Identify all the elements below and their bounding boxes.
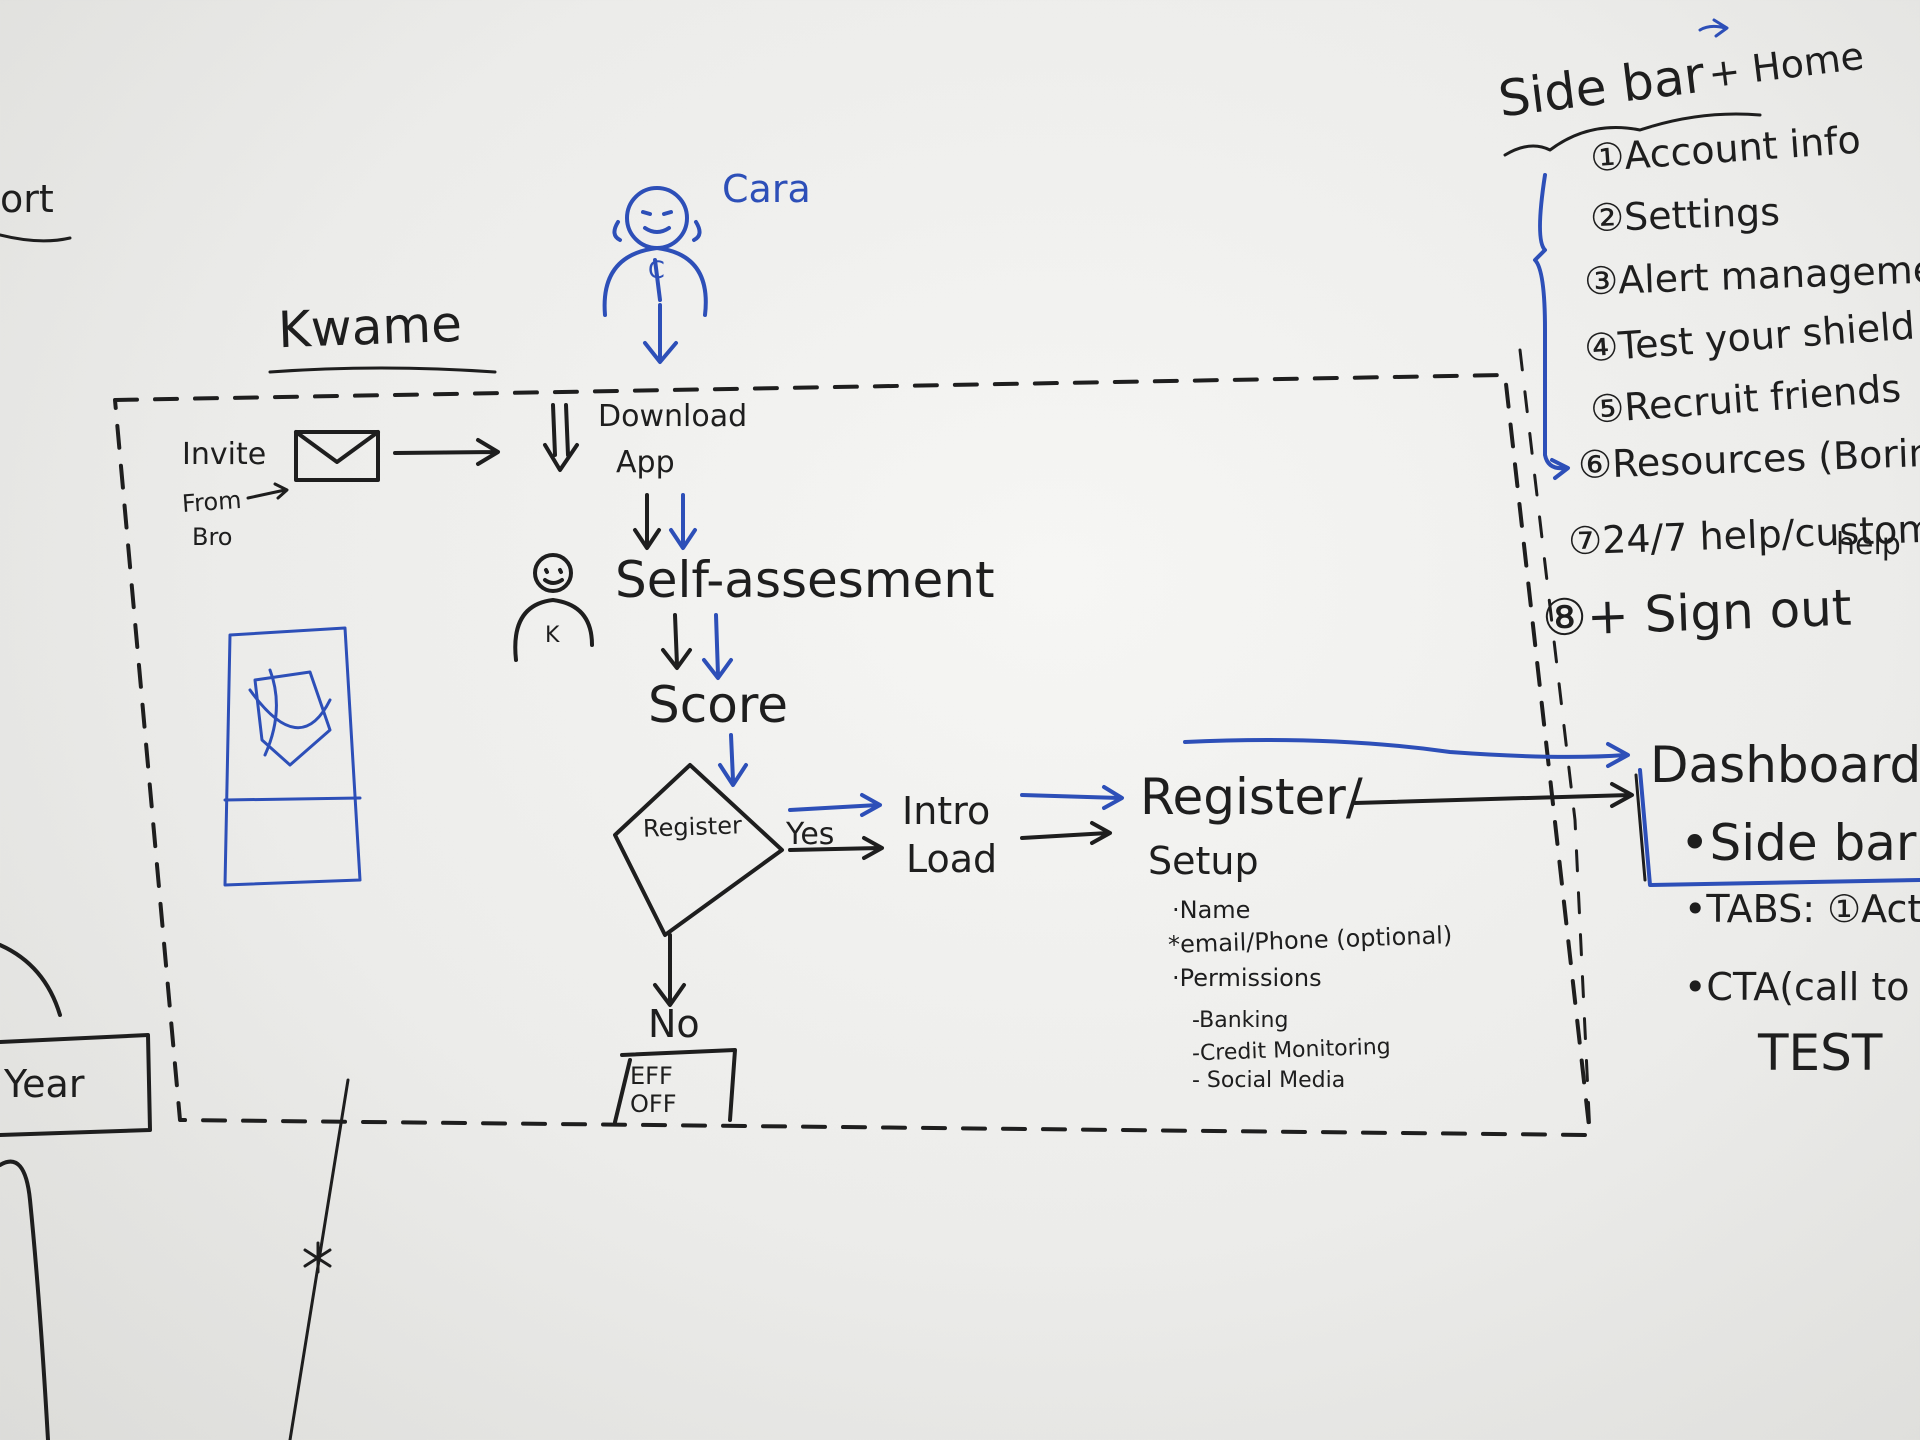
sidebar-brace-blue [1533,173,1570,480]
download-label: Download [598,399,748,434]
arrow-download-assess-blue [669,493,697,550]
invite-bro-label: Bro [192,523,233,551]
sidebar-item-settings: ②Settings [1589,189,1781,241]
cara-figure [602,186,708,317]
register-decision-diamond [613,763,784,937]
asterisk-mark [303,1241,332,1274]
sidebar-item-help-cont: help [1836,527,1901,562]
left-edge-arc [0,943,62,1017]
left-figure-leg [0,1159,50,1440]
kwame-badge: K [545,623,560,648]
eff-off-box [613,1048,737,1124]
arrow-decision-no [653,933,686,1007]
arrow-intro-register-black [1020,821,1112,845]
kwame-label: Kwame [277,294,463,360]
kwame-underline [268,366,497,374]
register-setup-label-2: Setup [1148,839,1259,883]
dashboard-black-border [1634,773,1647,882]
arrow-top-dashboard-blue [1183,737,1630,768]
dashboard-cta-item: •CTA(call to [1684,965,1910,1009]
eff-label-1: EFF [630,1062,673,1090]
no-label: No [648,1002,700,1046]
download-icon [543,403,579,472]
yes-label: Yes [786,817,835,852]
intro-label: Intro [902,789,991,833]
arrow-score-decision-blue [718,733,748,787]
invite-from-label: From [181,485,243,519]
cara-badge: C [648,256,665,284]
sidebar-small-arrow [1698,18,1729,38]
register-decision-label: Register [642,811,743,843]
right-dashed-line [1518,348,1592,1137]
sidebar-squiggle [1503,112,1762,157]
system-boundary-dashed [113,373,1592,1137]
dashboard-bracket-blue [1638,768,1920,887]
envelope-icon [294,430,380,482]
sidebar-item-resources: ⑥Resources (Borin [1577,430,1920,488]
perm-social-item: - Social Media [1192,1068,1346,1093]
arrow-download-assess-black [633,493,661,550]
arrow-invite-download [393,438,500,466]
arrow-assess-score-black [661,613,692,670]
dashboard-tabs-item: •TABS: ①Acti [1684,887,1920,931]
perm-banking-item: -Banking [1192,1008,1289,1033]
invite-label: Invite [182,437,267,472]
left-top-underline [0,233,72,243]
dashboard-sidebar-item: •Side bar( [1680,814,1920,872]
cara-arrow [643,303,678,364]
eff-label-2: OFF [630,1090,677,1118]
load-label: Load [906,837,998,881]
sidebar-item-alerts: ③Alert managemen [1583,246,1920,304]
score-label: Score [648,676,789,734]
arrow-register-dashboard-black [1353,782,1634,808]
arrow-yes-intro-black [788,836,884,860]
setup-name-item: ·Name [1172,896,1251,924]
arrow-assess-score-blue [702,613,733,680]
sidebar-item-signout: ⑧+ Sign out [1541,578,1853,648]
kwame-figure [513,553,594,662]
arrow-from [246,482,289,500]
edge-left-bottom-text: Year [4,1062,85,1106]
dashboard-label: Dashboard [1650,736,1920,794]
phone-sketch [223,626,362,887]
dashboard-test-item: TEST [1758,1024,1883,1082]
self-assessment-label: Self-assesment [615,551,995,609]
download-app-label: App [616,445,675,480]
arrow-yes-intro-blue [788,793,882,817]
left-year-box [0,1033,152,1137]
setup-permissions-item: ·Permissions [1172,964,1322,992]
register-setup-label-1: Register/ [1140,768,1363,826]
arrow-intro-register-blue [1020,785,1124,810]
cara-label: Cara [722,167,811,211]
edge-left-top-text: ort [0,177,54,221]
